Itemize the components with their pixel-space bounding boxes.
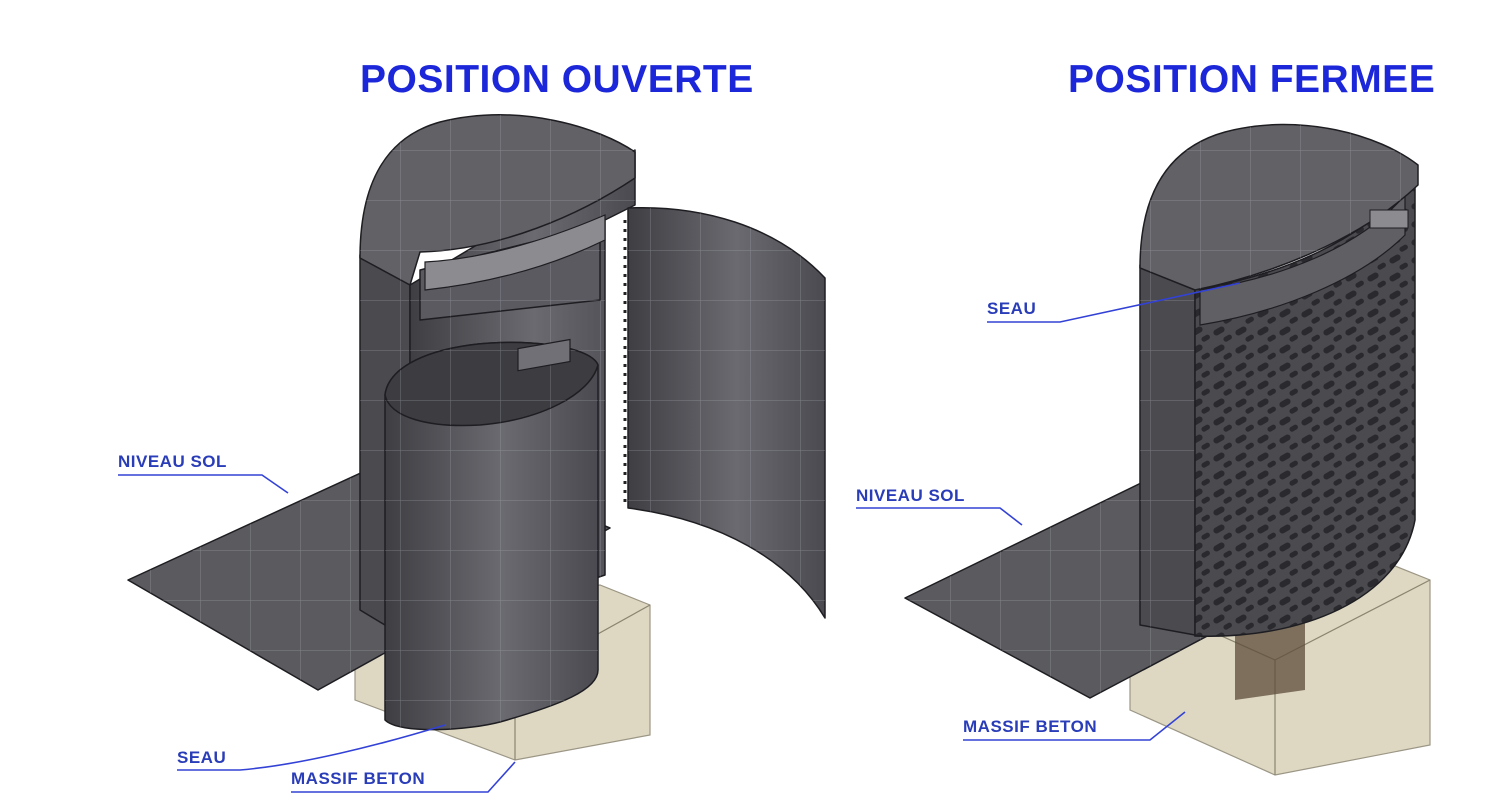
open-cabinet-roof-grid: [360, 114, 635, 285]
closed-cabinet-left-face: [1139, 264, 1196, 636]
open-bucket-label: SEAU: [177, 748, 227, 767]
open-roof-lip: [424, 214, 606, 291]
closed-inner-band: [1199, 193, 1406, 326]
closed-cabinet-left-face-grid: [1140, 265, 1195, 635]
closed-position-title: POSITION FERMEE: [1068, 58, 1436, 101]
closed-roof-latch: [1369, 209, 1409, 229]
closed-concrete-base-leader: [963, 711, 1186, 741]
open-ground-level-label: NIVEAU SOL: [118, 452, 227, 471]
closed-bucket-label: SEAU: [987, 299, 1037, 318]
open-bucket-body: [384, 341, 599, 731]
open-bucket-handle-slot: [517, 338, 571, 372]
closed-concrete-base-label: MASSIF BETON: [963, 717, 1098, 736]
open-bucket-leader: [177, 724, 446, 771]
closed-cabinet-roof-grid: [1140, 124, 1418, 290]
closed-bucket-leader: [987, 282, 1241, 323]
open-concrete-base-label: MASSIF BETON: [291, 769, 426, 788]
open-bucket-body-grid: [385, 342, 598, 730]
open-ground-level-leader: [118, 474, 289, 494]
open-cabinet-roof: [359, 114, 636, 286]
open-position-title: POSITION OUVERTE: [360, 58, 754, 101]
open-door-panel: [627, 206, 826, 619]
open-door-panel-grid: [628, 207, 825, 619]
closed-ground-level-leader: [856, 507, 1023, 526]
closed-cabinet-roof: [1139, 123, 1419, 291]
open-concrete-base-leader: [291, 761, 516, 793]
closed-ground-level-label: NIVEAU SOL: [856, 486, 965, 505]
